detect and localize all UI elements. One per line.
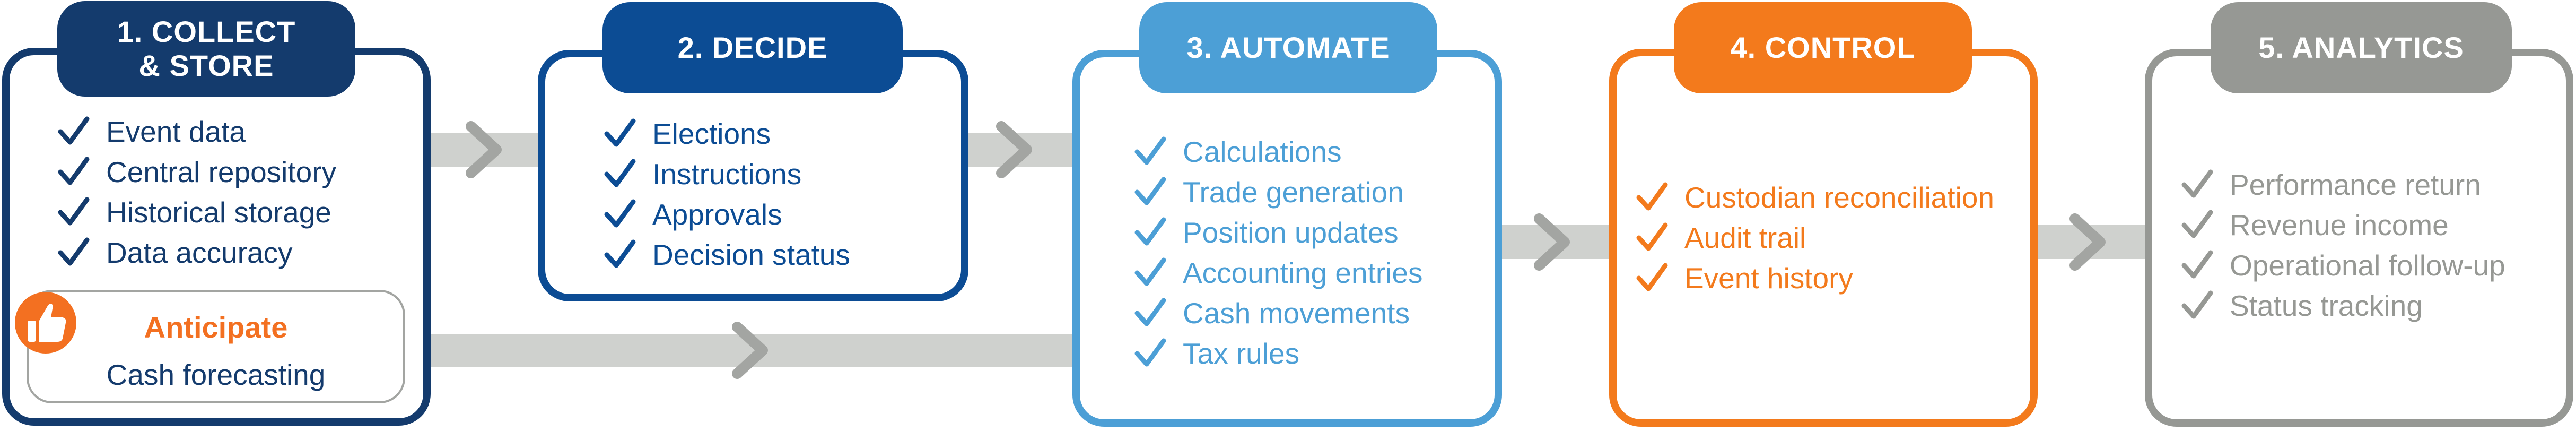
checkmark-icon [1134,217,1166,246]
item-label: Event history [1684,262,1853,295]
arrow-anticipate-automate [732,322,768,379]
arrow-control-analytics [2069,213,2106,271]
item-label: Approvals [652,198,782,231]
stage-collect-title: 1. COLLECT & STORE [57,1,355,97]
anticipate-subtitle: Cash forecasting [106,358,326,391]
item-label: Cash movements [1183,297,1410,330]
stage-analytics-title: 5. ANALYTICS [2211,2,2512,93]
checkmark-icon [1636,222,1668,251]
stage-decide-title-text: 2. DECIDE [677,30,828,64]
list-item: Instructions [604,154,850,194]
item-label: Historical storage [106,196,331,229]
arrow-automate-control [1534,213,1570,271]
checkmark-icon [604,239,636,268]
list-item: Tax rules [1134,333,1423,374]
arrow-decide-automate [996,121,1032,178]
stage-control-title: 4. CONTROL [1674,2,1972,93]
stage-collect-items: Event data Central repository Historical… [57,111,336,273]
checkmark-icon [1134,136,1166,165]
item-label: Instructions [652,158,802,191]
list-item: Status tracking [2181,286,2505,326]
stage-automate-items: Calculations Trade generation Position u… [1134,132,1423,374]
checkmark-icon [2181,210,2213,238]
item-label: Data accuracy [106,236,293,269]
checkmark-icon [604,118,636,147]
item-label: Decision status [652,238,850,271]
stage-analytics-items: Performance return Revenue income Operat… [2181,165,2505,326]
item-label: Event data [106,115,246,148]
list-item: Accounting entries [1134,253,1423,293]
stage-decide-items: Elections Instructions Approvals Decisio… [604,114,850,275]
list-item: Revenue income [2181,205,2505,245]
checkmark-icon [604,199,636,228]
item-label: Revenue income [2230,209,2449,242]
item-label: Tax rules [1183,337,1300,370]
list-item: Elections [604,114,850,154]
checkmark-icon [2181,250,2213,279]
item-label: Audit trail [1684,221,1806,254]
checkmark-icon [2181,290,2213,319]
anticipate-box: Anticipate Cash forecasting [27,290,405,403]
checkmark-icon [604,159,636,187]
item-label: Operational follow-up [2230,249,2505,282]
item-label: Performance return [2230,168,2481,201]
list-item: Position updates [1134,212,1423,253]
item-label: Central repository [106,156,337,188]
stage-analytics-title-text: 5. ANALYTICS [2258,30,2464,64]
list-item: Decision status [604,235,850,275]
list-item: Central repository [57,152,336,192]
checkmark-icon [1134,257,1166,286]
list-item: Event history [1636,258,1994,298]
list-item: Trade generation [1134,172,1423,212]
stage-control-items: Custodian reconciliation Audit trail Eve… [1636,177,1994,298]
item-label: Trade generation [1183,176,1404,209]
stage-analytics-box [2145,49,2573,427]
checkmark-icon [1134,338,1166,367]
stage-decide-title: 2. DECIDE [602,2,903,93]
item-label: Status tracking [2230,289,2423,322]
list-item: Data accuracy [57,232,336,273]
checkmark-icon [58,157,90,185]
checkmark-icon [1636,182,1668,211]
thumbs-up-icon [15,292,76,354]
list-item: Cash movements [1134,293,1423,333]
list-item: Audit trail [1636,218,1994,258]
checkmark-icon [2181,169,2213,198]
checkmark-icon [1134,177,1166,205]
list-item: Approvals [604,194,850,235]
checkmark-icon [58,237,90,266]
stage-collect-title-text: 1. COLLECT & STORE [117,14,296,82]
list-item: Operational follow-up [2181,245,2505,286]
anticipate-title: Anticipate [144,311,288,344]
list-item: Calculations [1134,132,1423,172]
checkmark-icon [58,197,90,226]
item-label: Custodian reconciliation [1684,181,1994,214]
checkmark-icon [58,116,90,145]
stage-automate-title-text: 3. AUTOMATE [1186,30,1390,64]
list-item: Event data [57,111,336,152]
checkmark-icon [1636,263,1668,291]
item-label: Position updates [1183,216,1399,249]
list-item: Performance return [2181,165,2505,205]
checkmark-icon [1134,298,1166,326]
stage-automate-title: 3. AUTOMATE [1139,2,1437,93]
arrow-collect-decide [466,121,502,178]
list-item: Historical storage [57,192,336,232]
item-label: Elections [652,117,771,150]
stage-control-box [1609,49,2038,427]
list-item: Custodian reconciliation [1636,177,1994,218]
item-label: Accounting entries [1183,256,1423,289]
item-label: Calculations [1183,135,1342,168]
stage-control-title-text: 4. CONTROL [1730,30,1916,64]
